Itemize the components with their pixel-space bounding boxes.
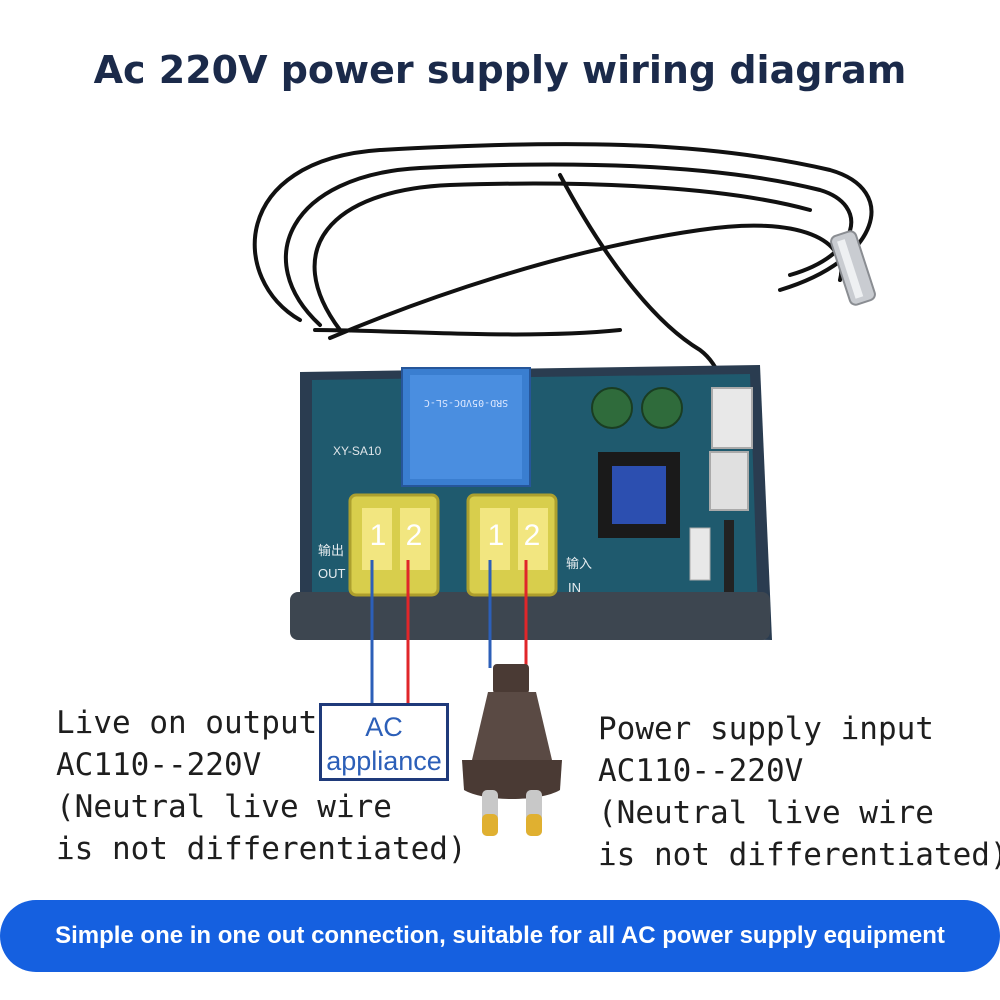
relay-label: SRD-05VDC-SL-C [424, 397, 508, 408]
capacitors [591, 387, 683, 429]
output-desc-line-4: is not differentiated) [56, 831, 467, 867]
temperature-probe [830, 230, 876, 306]
sensor-connector [709, 387, 753, 511]
input-terminal-block [466, 493, 558, 597]
transformer [598, 452, 680, 538]
input-description: Power supply input AC110--220V (Neutral … [598, 708, 1000, 876]
output-terminal-block [348, 493, 440, 597]
appliance-line-2: appliance [326, 746, 442, 776]
output-desc-line-1: Live on output [56, 705, 318, 741]
output-desc-line-2: AC110--220V [56, 747, 262, 783]
input-label-cn: 输入 [566, 556, 592, 572]
diagram-title: Ac 220V power supply wiring diagram [93, 48, 907, 92]
appliance-line-1: AC [365, 712, 403, 742]
input-wires [488, 560, 528, 668]
input-label-en: IN [568, 580, 581, 595]
pin-header [689, 520, 734, 592]
board-model-label: XY-SA10 [333, 444, 382, 458]
ac-appliance-box: AC appliance [319, 703, 449, 781]
input-terminal-2: 2 [524, 519, 541, 552]
output-terminal-2: 2 [406, 519, 423, 552]
bottom-banner: Simple one in one out connection, suitab… [0, 900, 1000, 972]
output-terminal-1: 1 [370, 519, 387, 552]
output-label-cn: 输出 [318, 543, 344, 559]
power-plug [462, 664, 562, 836]
input-desc-line-4: is not differentiated) [598, 837, 1000, 873]
output-description: Live on output AC110--220V (Neutral live… [56, 702, 467, 870]
input-desc-line-1: Power supply input [598, 711, 934, 747]
input-terminal-1: 1 [488, 519, 505, 552]
input-desc-line-3: (Neutral live wire [598, 795, 934, 831]
input-desc-line-2: AC110--220V [598, 753, 804, 789]
output-wires [370, 560, 410, 704]
relay [401, 367, 531, 487]
output-desc-line-3: (Neutral live wire [56, 789, 392, 825]
output-label-en: OUT [318, 566, 346, 581]
sensor-cable [252, 142, 874, 402]
